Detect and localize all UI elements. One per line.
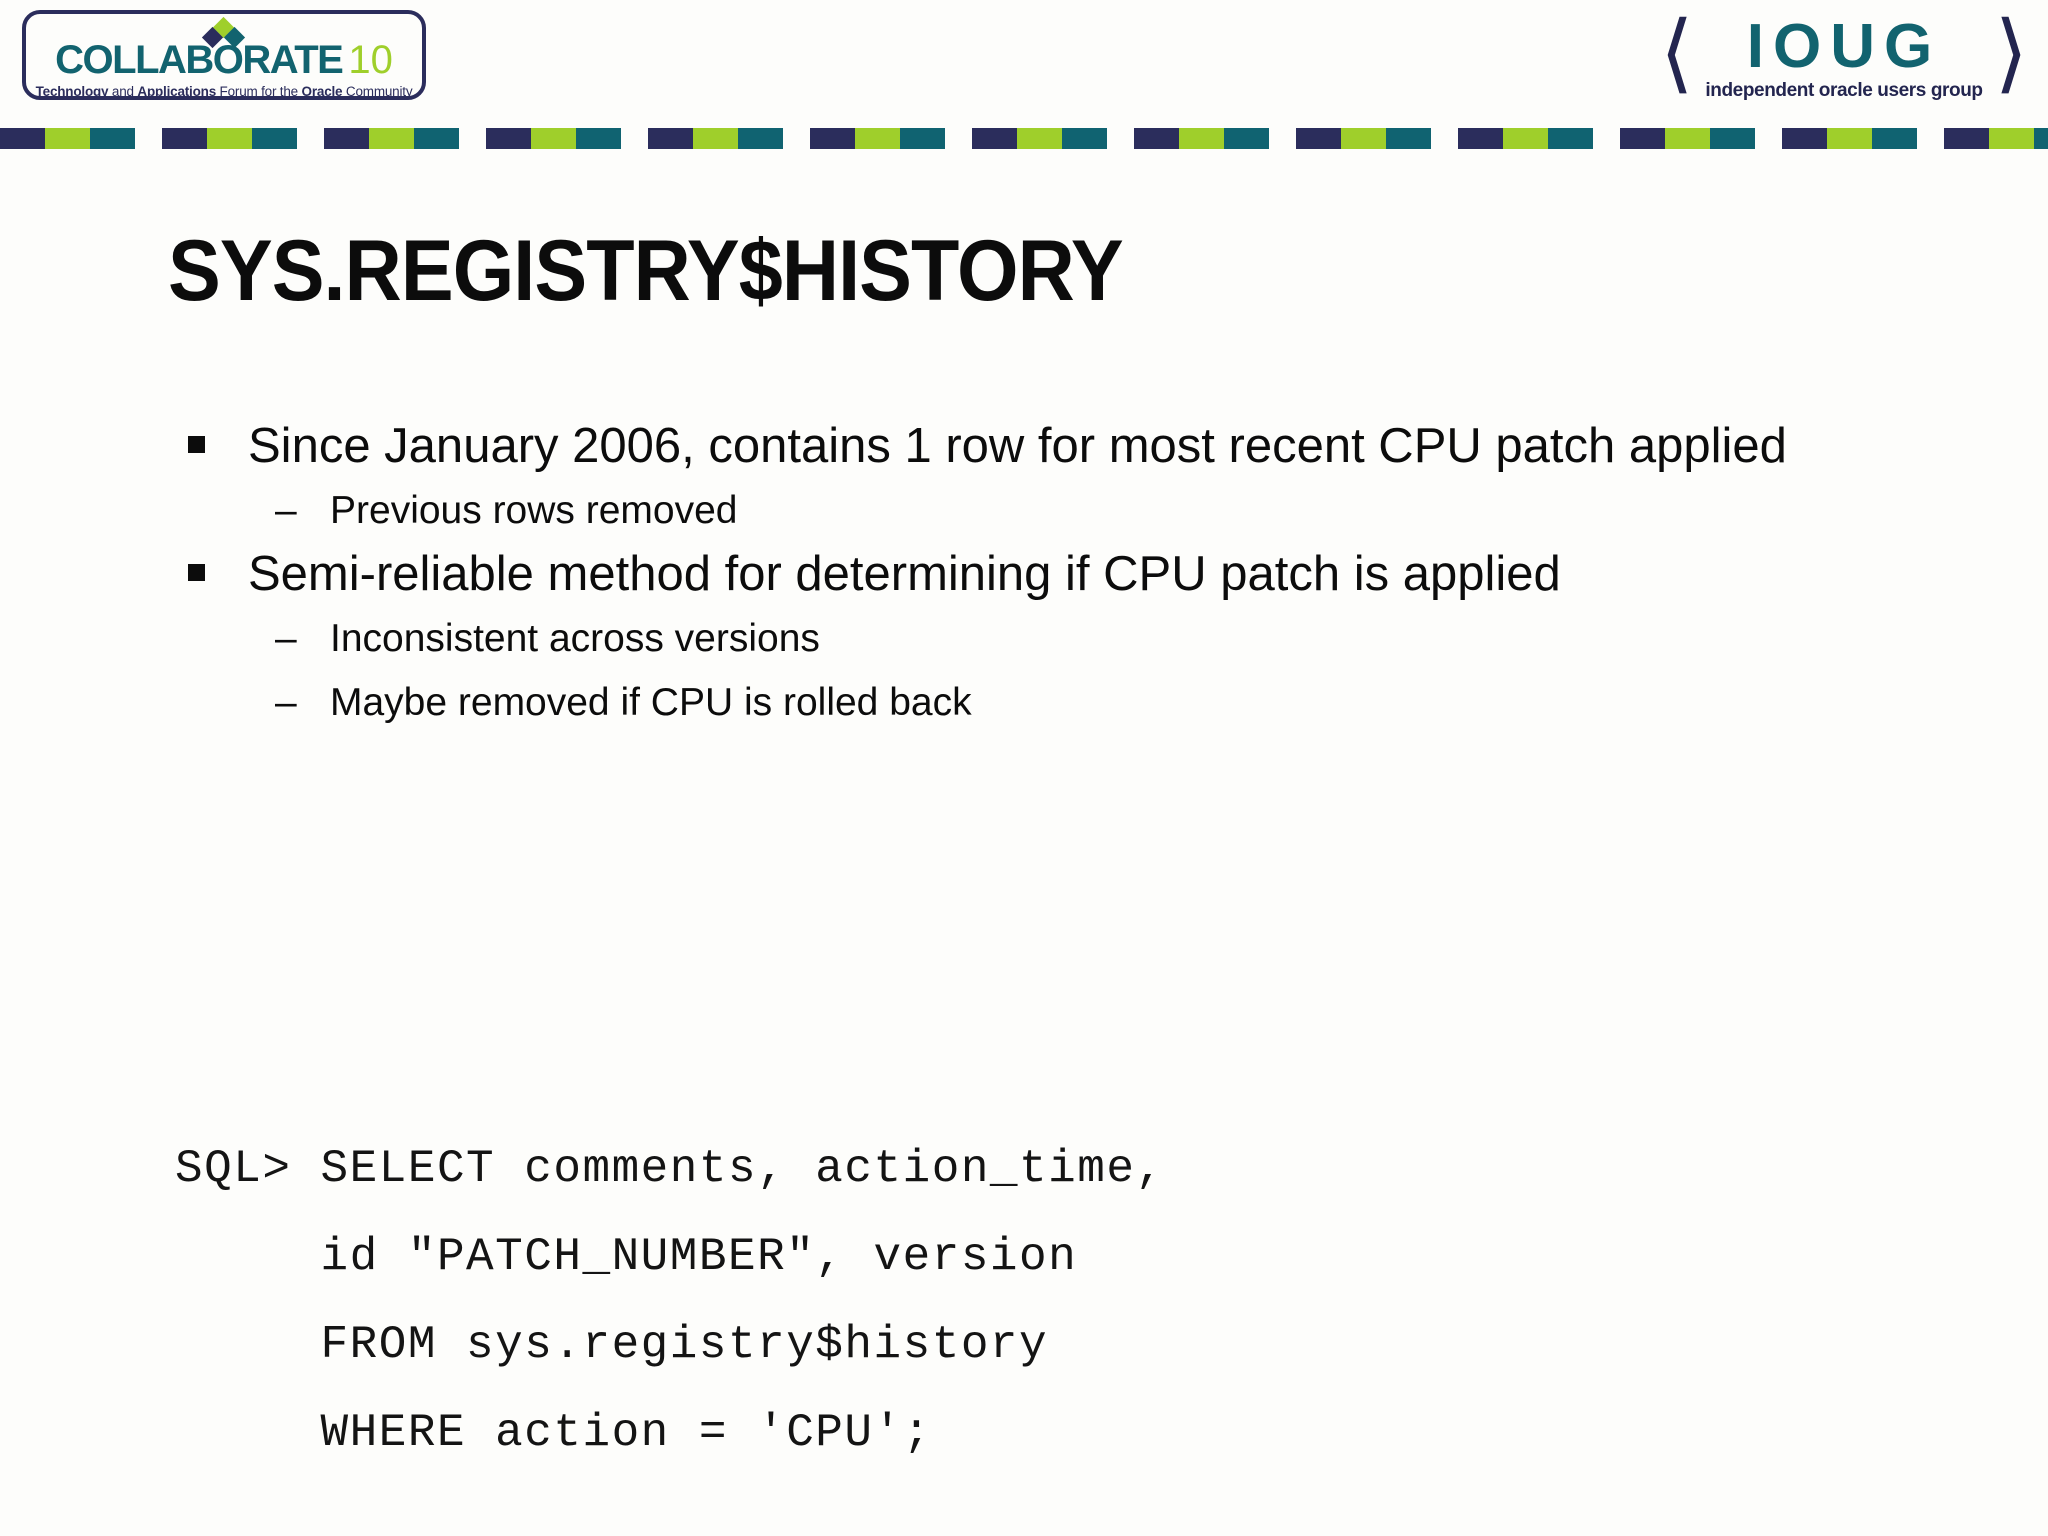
bullet-text: Semi-reliable method for determining if … <box>248 547 1561 601</box>
dash-teal <box>1386 128 1431 149</box>
sql-line: SQL> SELECT comments, action_time, <box>175 1143 1165 1195</box>
dash-teal <box>2034 128 2048 149</box>
dash-green <box>45 128 90 149</box>
tagline-technology: Technology <box>35 84 109 99</box>
dash-green <box>1341 128 1386 149</box>
bullet-text: Previous rows removed <box>330 489 738 532</box>
dash-green <box>207 128 252 149</box>
dash-navy <box>648 128 693 149</box>
dash-teal <box>1062 128 1107 149</box>
bullet-dash-icon: – <box>275 617 297 660</box>
dash-navy <box>972 128 1017 149</box>
dash-teal <box>900 128 945 149</box>
ioug-letters: IOUG <box>1746 12 1942 81</box>
dash-navy <box>0 128 45 149</box>
dash-group <box>1458 128 1593 149</box>
bullet-text: Maybe removed if CPU is rolled back <box>330 681 972 724</box>
sql-line: FROM sys.registry$history <box>175 1319 1049 1371</box>
ioug-logo: ⟨ ⟩ IOUG independent oracle users group <box>1660 8 2028 104</box>
dash-navy <box>1620 128 1665 149</box>
dash-group <box>810 128 945 149</box>
dash-group <box>972 128 1107 149</box>
dash-navy <box>1134 128 1179 149</box>
dash-group <box>0 128 135 149</box>
dash-green <box>1179 128 1224 149</box>
bullet-square-icon <box>188 564 205 581</box>
dash-teal <box>252 128 297 149</box>
sql-code-block: SQL> SELECT comments, action_time, id "P… <box>175 1125 1165 1477</box>
dash-teal <box>738 128 783 149</box>
dash-group <box>162 128 297 149</box>
dash-teal <box>90 128 135 149</box>
dash-group <box>1296 128 1431 149</box>
dash-teal <box>1548 128 1593 149</box>
dash-navy <box>486 128 531 149</box>
dash-group <box>1782 128 1917 149</box>
dash-group <box>324 128 459 149</box>
dash-navy <box>1944 128 1989 149</box>
bracket-left-icon: ⟨ <box>1660 3 1694 103</box>
bullet-dash-icon: – <box>275 681 297 724</box>
dash-green <box>1503 128 1548 149</box>
bullet-level-2: –Inconsistent across versions <box>170 607 1970 671</box>
dash-green <box>1665 128 1710 149</box>
bullet-level-2: –Maybe removed if CPU is rolled back <box>170 671 1970 735</box>
collaborate-edition: 10 <box>348 38 393 82</box>
dash-navy <box>810 128 855 149</box>
tagline-forum: Forum for the <box>216 84 302 99</box>
bullet-level-2: –Previous rows removed <box>170 479 1970 543</box>
tagline-and: and <box>108 84 138 99</box>
bullet-text: Inconsistent across versions <box>330 617 820 660</box>
sql-line: id "PATCH_NUMBER", version <box>175 1231 1078 1283</box>
collaborate-word: COLLABORATE <box>55 38 344 82</box>
dash-teal <box>1224 128 1269 149</box>
tagline-community: Community <box>342 84 413 99</box>
dash-green <box>369 128 414 149</box>
bullet-level-1: Since January 2006, contains 1 row for m… <box>170 415 1928 477</box>
page-title: SYS.REGISTRY$HISTORY <box>168 223 1124 319</box>
sql-line: WHERE action = 'CPU'; <box>175 1407 932 1459</box>
bullet-text: Since January 2006, contains 1 row for m… <box>248 419 1787 473</box>
dash-green <box>1017 128 1062 149</box>
dash-navy <box>324 128 369 149</box>
dash-group <box>1134 128 1269 149</box>
decorative-dash-band <box>0 128 2048 149</box>
dash-green <box>531 128 576 149</box>
bullet-level-1: Semi-reliable method for determining if … <box>170 543 1928 605</box>
dash-navy <box>162 128 207 149</box>
dash-green <box>855 128 900 149</box>
tagline-applications: Applications <box>137 84 216 99</box>
dash-teal <box>1872 128 1917 149</box>
bullet-square-icon <box>188 436 205 453</box>
ioug-subtitle: independent oracle users group <box>1705 80 1983 101</box>
dash-green <box>693 128 738 149</box>
bullet-dash-icon: – <box>275 489 297 532</box>
dash-group <box>1944 128 2048 149</box>
dash-navy <box>1458 128 1503 149</box>
dash-green <box>1989 128 2034 149</box>
tagline-oracle: Oracle <box>301 84 343 99</box>
dash-teal <box>1710 128 1755 149</box>
dash-group <box>486 128 621 149</box>
dash-teal <box>414 128 459 149</box>
bracket-right-icon: ⟩ <box>1994 3 2028 103</box>
dash-navy <box>1782 128 1827 149</box>
bullet-list: Since January 2006, contains 1 row for m… <box>170 415 1970 735</box>
dash-group <box>648 128 783 149</box>
dash-group <box>1620 128 1755 149</box>
dash-teal <box>576 128 621 149</box>
dash-green <box>1827 128 1872 149</box>
collaborate-tagline: Technology and Applications Forum for th… <box>26 84 422 99</box>
dash-navy <box>1296 128 1341 149</box>
